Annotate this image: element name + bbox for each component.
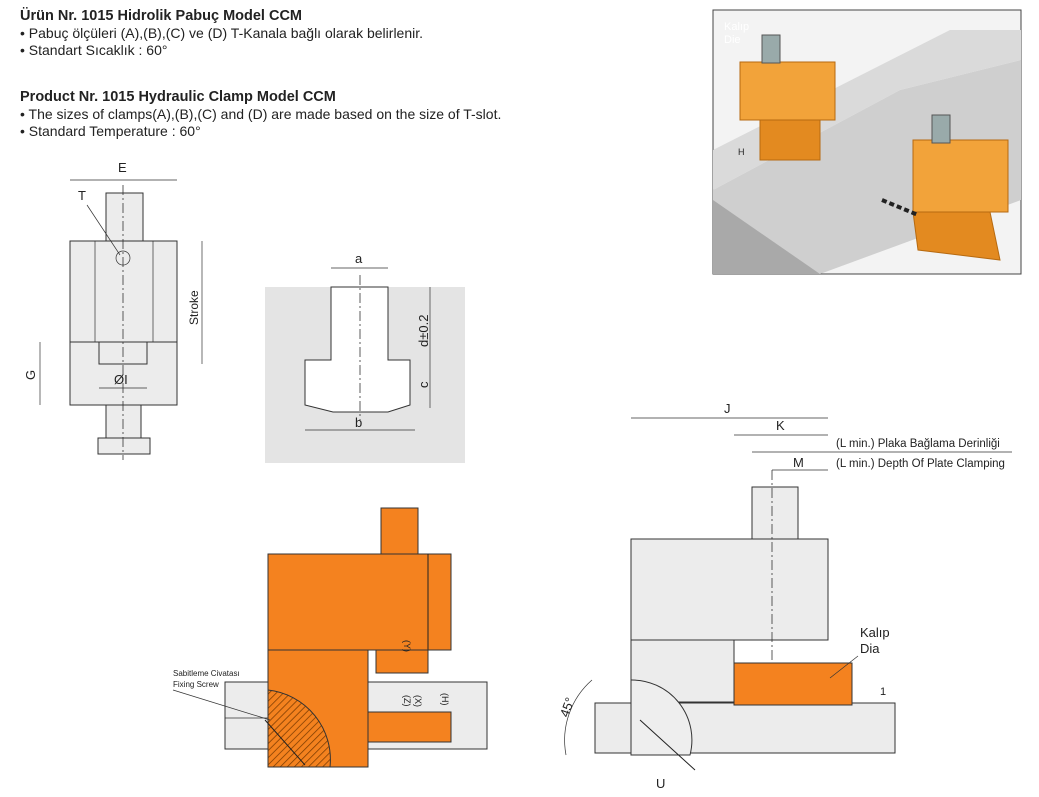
dim-m: M [793, 455, 804, 470]
dim-k: K [776, 418, 785, 433]
bullet-tr-2: • Standart Sıcaklık : 60° [20, 42, 168, 58]
dim-h: (H) [440, 693, 450, 706]
dim-e: E [118, 160, 127, 175]
bullet-en-1: • The sizes of clamps(A),(B),(C) and (D)… [20, 106, 502, 122]
header-turkish: Ürün Nr. 1015 Hidrolik Pabuç Model CCM •… [20, 8, 423, 59]
side-view-drawing: J K M (L min.) Plaka Bağlama Derinliği (… [557, 401, 1012, 791]
dim-j: J [724, 401, 731, 416]
die-label-tr: Kalıp [860, 625, 890, 640]
photo-h-label: H [738, 147, 745, 157]
dim-b: b [355, 415, 362, 430]
fixing-screw-label-en: Fixing Screw [173, 680, 219, 689]
tslot-drawing: a b c d±0.2 [265, 251, 465, 463]
bullet-en-2: • Standard Temperature : 60° [20, 123, 201, 139]
dim-z: (Z) [402, 695, 412, 707]
dim-x: (X) [413, 695, 423, 707]
dim-c: c [416, 381, 431, 388]
dim-a: a [355, 251, 363, 266]
dim-stroke: Stroke [187, 290, 201, 325]
l-min-label-en: (L min.) Depth Of Plate Clamping [836, 458, 1005, 470]
dim-d: d±0.2 [416, 315, 431, 347]
dim-u: U [656, 776, 665, 791]
title-en: Product Nr. 1015 Hydraulic Clamp Model C… [20, 89, 336, 105]
title-tr: Ürün Nr. 1015 Hidrolik Pabuç Model CCM [20, 8, 302, 24]
fixing-screw-label-tr: Sabitleme Civatası [173, 669, 240, 678]
dim-t: T [78, 188, 86, 203]
header-english: Product Nr. 1015 Hydraulic Clamp Model C… [20, 89, 501, 140]
product-photo: Kalıp Die H [712, 9, 1022, 275]
dim-one: 1 [880, 686, 886, 698]
photo-die-label-tr: Kalıp [724, 21, 749, 33]
l-min-label-tr: (L min.) Plaka Bağlama Derinliği [836, 438, 1000, 450]
dim-angle: 45° [557, 695, 578, 719]
dim-y: (Y) [402, 640, 412, 652]
photo-die-label-en: Die [724, 34, 741, 46]
bullet-tr-1: • Pabuç ölçüleri (A),(B),(C) ve (D) T-Ka… [20, 25, 424, 41]
die-label-en: Dia [860, 641, 880, 656]
dim-diameter: ØI [114, 372, 128, 387]
dim-g: G [23, 370, 38, 380]
front-view-drawing: E T Stroke G ØI [23, 160, 203, 460]
section-view-drawing: Sabitleme Civatası Fixing Screw (Y) (Z) … [172, 507, 488, 768]
